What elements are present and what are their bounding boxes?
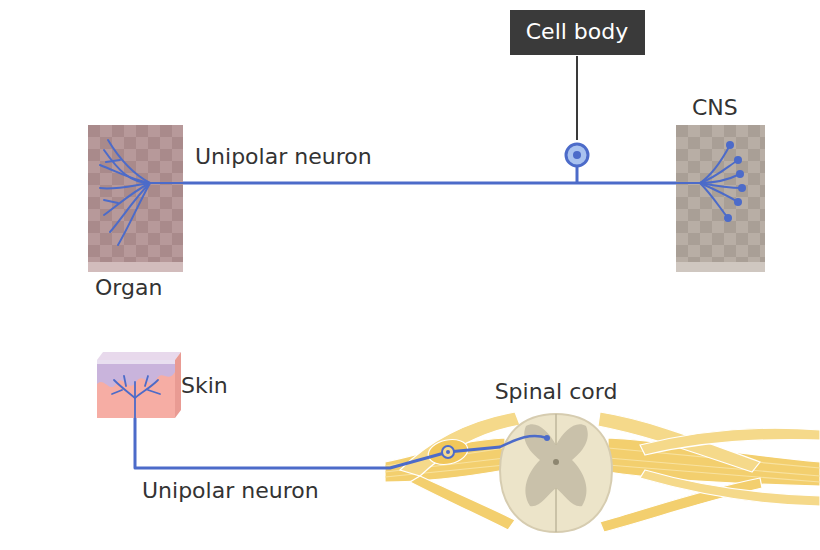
leader-line	[576, 56, 578, 140]
cell-nucleus	[446, 450, 450, 454]
organ-box: Organ	[88, 125, 183, 272]
terminal-dots	[724, 141, 746, 222]
node-label: Spinal cord	[495, 379, 618, 405]
edge-label: Unipolar neuron	[140, 478, 321, 504]
cell-nucleus	[573, 151, 581, 159]
organ-block	[88, 125, 183, 272]
spinal-nerves	[385, 412, 820, 532]
cell-body-symbol	[566, 144, 588, 166]
callout-box: Cell body	[510, 10, 645, 55]
node-label: Skin	[181, 373, 228, 399]
skin-box: Skin	[97, 352, 175, 418]
cell-body-stem	[576, 165, 579, 183]
dendrites	[100, 140, 183, 245]
cns-box: CNS	[676, 125, 765, 272]
axon-end	[544, 435, 550, 441]
neuron-axon	[135, 418, 500, 468]
cell-body-symbol	[442, 446, 454, 458]
node-label: Organ	[95, 275, 162, 301]
cns-block	[676, 125, 765, 272]
node-label: CNS	[692, 95, 738, 121]
axon-terminals	[676, 145, 742, 218]
spinal-cord-section	[500, 414, 612, 532]
edge-label: Unipolar neuron	[193, 144, 374, 170]
skin-block	[97, 352, 181, 418]
neuron-axon	[183, 182, 676, 185]
axon-inner	[500, 436, 547, 447]
callout-text: Cell body	[526, 19, 629, 45]
spinal-cord-box: Spinal cord	[500, 415, 612, 530]
